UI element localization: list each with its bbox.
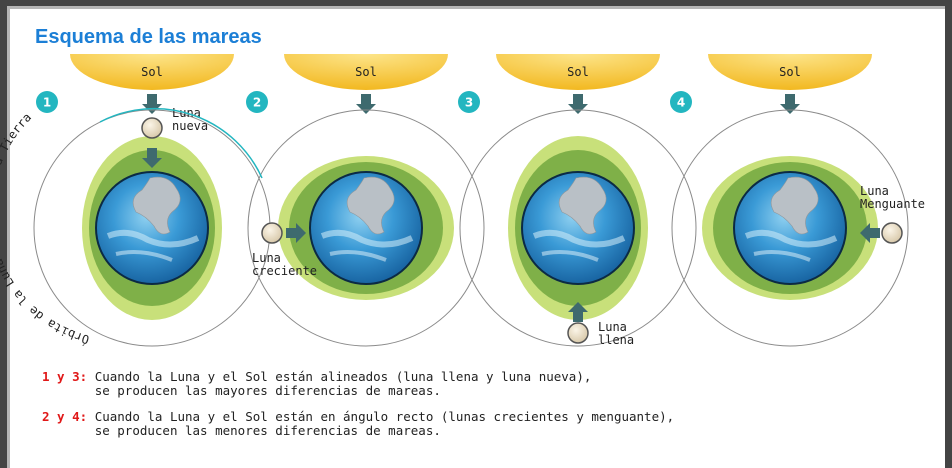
earth-cloud — [753, 250, 811, 262]
step-badge — [670, 91, 692, 113]
earth-continent — [346, 176, 395, 235]
earth-cloud — [320, 229, 414, 248]
orbit-label: Órbita de la Luna en torno a la Tierra — [0, 110, 91, 347]
moon-orbit — [671, 109, 909, 347]
moon-gravity-arrow — [568, 302, 588, 322]
sun — [496, 54, 660, 90]
note-aligned: 1 y 3: Cuando la Luna y el Sol están ali… — [42, 370, 674, 398]
orbit-label-path: Órbita de la Luna en torno a la Tierra — [0, 110, 91, 347]
sun — [70, 54, 234, 90]
note-key: 1 y 3: — [42, 369, 88, 384]
sunlight-arrow — [568, 94, 588, 114]
note-line: Cuando la Luna y el Sol están alineados … — [94, 369, 592, 384]
step-number: 2 — [253, 96, 261, 110]
sunlight-arrow — [780, 94, 800, 114]
moon — [881, 222, 903, 244]
note-line: se producen las mayores diferencias de m… — [94, 383, 441, 398]
moon — [261, 222, 283, 244]
sun — [284, 54, 448, 90]
earth-cloud — [329, 250, 387, 262]
earth-cloud — [532, 229, 626, 248]
page-title: Esquema de las mareas — [35, 26, 262, 48]
moon — [141, 117, 163, 139]
moon-label-line: Menguante — [860, 197, 925, 211]
sun — [708, 54, 872, 90]
step-badge — [246, 91, 268, 113]
earth-cloud — [106, 229, 200, 248]
sun-label: Sol — [567, 65, 589, 79]
earth-cloud — [744, 229, 838, 248]
step-number: 3 — [465, 96, 473, 110]
sun-label: Sol — [141, 65, 163, 79]
notes: 1 y 3: Cuando la Luna y el Sol están ali… — [42, 370, 674, 450]
moon-gravity-arrow — [142, 148, 162, 168]
earth-continent — [558, 176, 607, 235]
moon-label-line: Luna — [860, 184, 889, 198]
sun-label: Sol — [355, 65, 377, 79]
moon — [567, 322, 589, 344]
step-number: 4 — [677, 96, 685, 110]
moon-label-line: nueva — [172, 119, 208, 133]
note-key: 2 y 4: — [42, 409, 88, 424]
moon-orbit — [247, 109, 485, 347]
earth-continent — [132, 176, 181, 235]
note-line: se producen las menores diferencias de m… — [94, 423, 441, 438]
moon-label-line: creciente — [252, 264, 317, 278]
moon-label-line: Luna — [598, 320, 627, 334]
sunlight-arrow — [356, 94, 376, 114]
sun-label: Sol — [779, 65, 801, 79]
moon-gravity-arrow — [286, 223, 306, 243]
step-badge — [458, 91, 480, 113]
moon-gravity-arrow — [860, 223, 880, 243]
earth-cloud — [541, 250, 599, 262]
note-right-angle: 2 y 4: Cuando la Luna y el Sol están en … — [42, 410, 674, 438]
step-badge — [36, 91, 58, 113]
moon-label-line: Luna — [252, 251, 281, 265]
earth-continent — [770, 176, 819, 235]
moon-label-line: llena — [598, 333, 634, 347]
note-line: Cuando la Luna y el Sol están en ángulo … — [94, 409, 675, 424]
step-number: 1 — [43, 96, 51, 110]
orbit-highlight-arc — [99, 107, 263, 179]
sunlight-arrow — [142, 94, 162, 114]
earth-cloud — [115, 250, 173, 262]
moon-orbit — [459, 109, 697, 347]
